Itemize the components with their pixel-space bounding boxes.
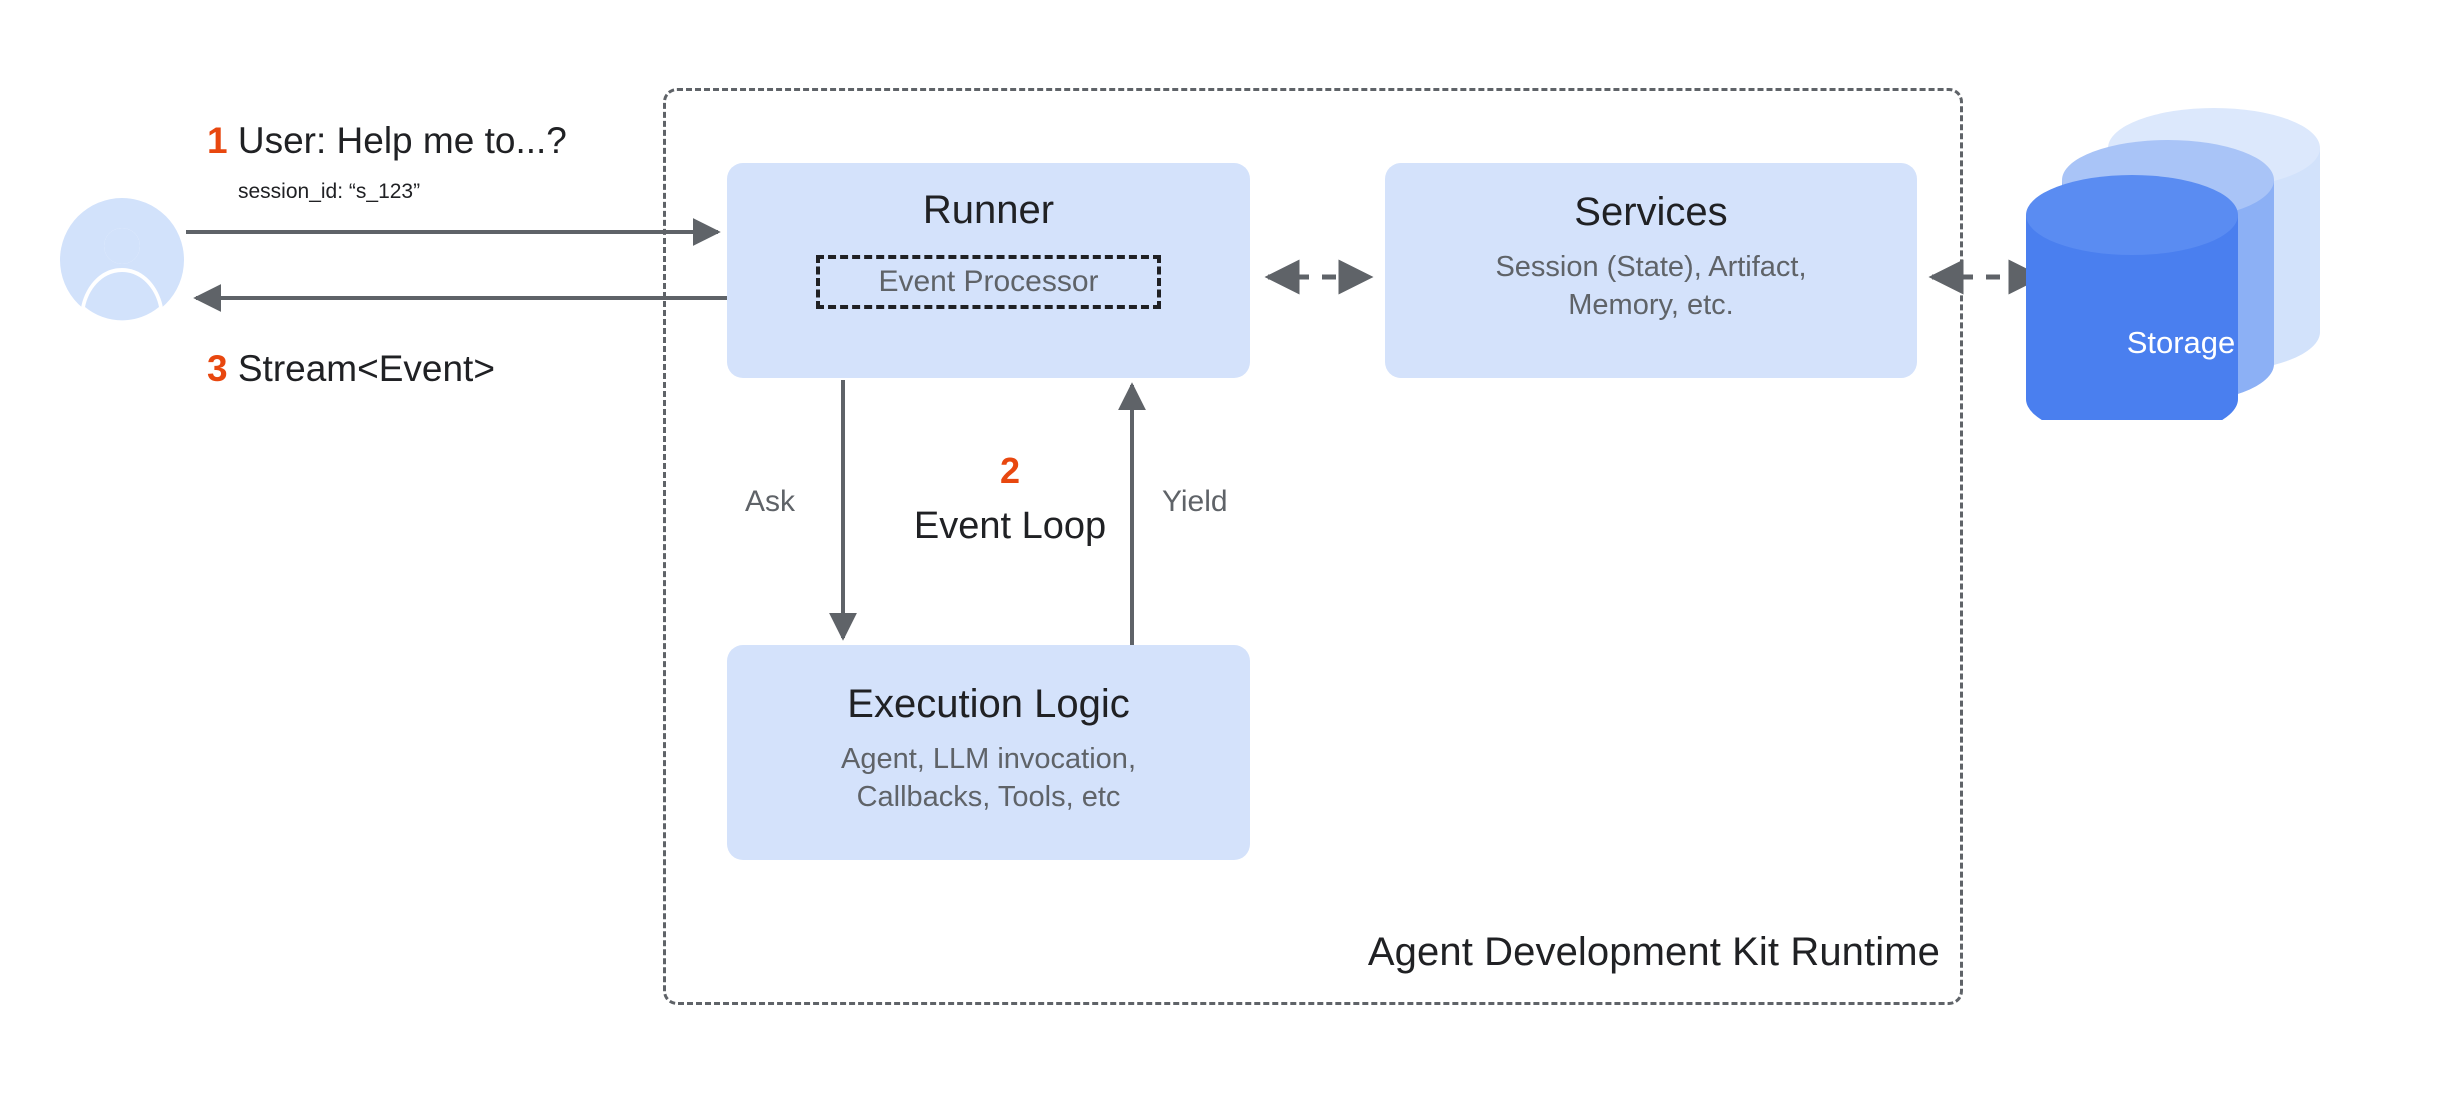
adk-runtime-container <box>663 88 1963 1005</box>
node-execution-logic[interactable]: Execution Logic Agent, LLM invocation, C… <box>727 645 1250 860</box>
callout-session-id: session_id: “s_123” <box>238 180 421 203</box>
storage-label: Storage <box>2126 325 2236 360</box>
callout-event-loop: Event Loop <box>913 505 1107 547</box>
node-services-subtitle: Session (State), Artifact, Memory, etc. <box>1495 251 1807 321</box>
storage-cylinder-group[interactable] <box>2020 80 2450 420</box>
callout-2-number: 2 <box>999 450 1021 491</box>
node-services[interactable]: Services Session (State), Artifact, Memo… <box>1385 163 1917 378</box>
storage-cylinder-front <box>2026 175 2238 420</box>
callout-1-number: 1 <box>207 120 228 161</box>
callout-1-text: User: Help me to...? <box>237 120 567 161</box>
edge-label-ask: Ask <box>745 485 796 518</box>
callout-3-text: Stream<Event> <box>237 348 495 389</box>
node-runner-title: Runner <box>922 188 1055 232</box>
edge-label-yield: Yield <box>1162 485 1228 518</box>
node-services-title: Services <box>1574 190 1728 234</box>
user-avatar-icon <box>58 196 186 324</box>
callout-user-request: 1 User: Help me to...? <box>207 120 567 162</box>
node-execution-logic-subtitle: Agent, LLM invocation, Callbacks, Tools,… <box>840 743 1136 813</box>
callout-3-number: 3 <box>207 348 228 389</box>
event-processor-label: Event Processor <box>878 265 1099 298</box>
node-execution-logic-title: Execution Logic <box>847 682 1130 726</box>
adk-runtime-label: Agent Development Kit Runtime <box>1367 930 1940 974</box>
event-processor-box[interactable]: Event Processor <box>816 255 1161 309</box>
node-runner[interactable]: Runner Event Processor <box>727 163 1250 378</box>
callout-stream-event: 3 Stream<Event> <box>207 348 495 390</box>
